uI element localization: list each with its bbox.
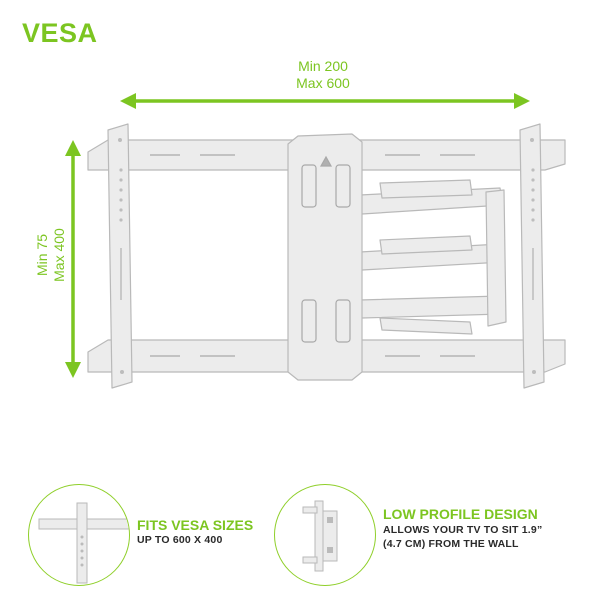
mounting-holes [118,138,536,374]
vesa-bracket-detail-icon [38,502,129,584]
low-profile-side-view-icon [302,500,338,572]
double-arrow-horizontal-icon [120,93,530,109]
tv-mount-bracket-icon [87,123,566,389]
page-title: VESA [22,18,98,48]
feature-low-profile-description: ALLOWS YOUR TV TO SIT 1.9” (4.7 CM) FROM… [383,523,542,551]
feature-low-profile-title: LOW PROFILE DESIGN [383,506,538,522]
horizontal-dimension-min: Min 200 [298,58,348,74]
vertical-slots [120,248,534,300]
horizontal-dimension-label: Min 200 Max 600 [248,58,398,92]
vesa-detail-circle [28,484,130,586]
double-arrow-vertical-icon [65,140,81,378]
feature-vesa-title: FITS VESA SIZES [137,517,254,533]
feature-low-profile-line-2: (4.7 CM) FROM THE WALL [383,538,519,550]
feature-vesa-line-1: UP TO 600 X 400 [137,534,223,546]
low-profile-circle [274,484,376,586]
feature-low-profile-line-1: ALLOWS YOUR TV TO SIT 1.9” [383,524,543,536]
bracket-slots [150,154,475,357]
feature-vesa-description: UP TO 600 X 400 [137,533,223,547]
horizontal-dimension-max: Max 600 [296,75,350,91]
